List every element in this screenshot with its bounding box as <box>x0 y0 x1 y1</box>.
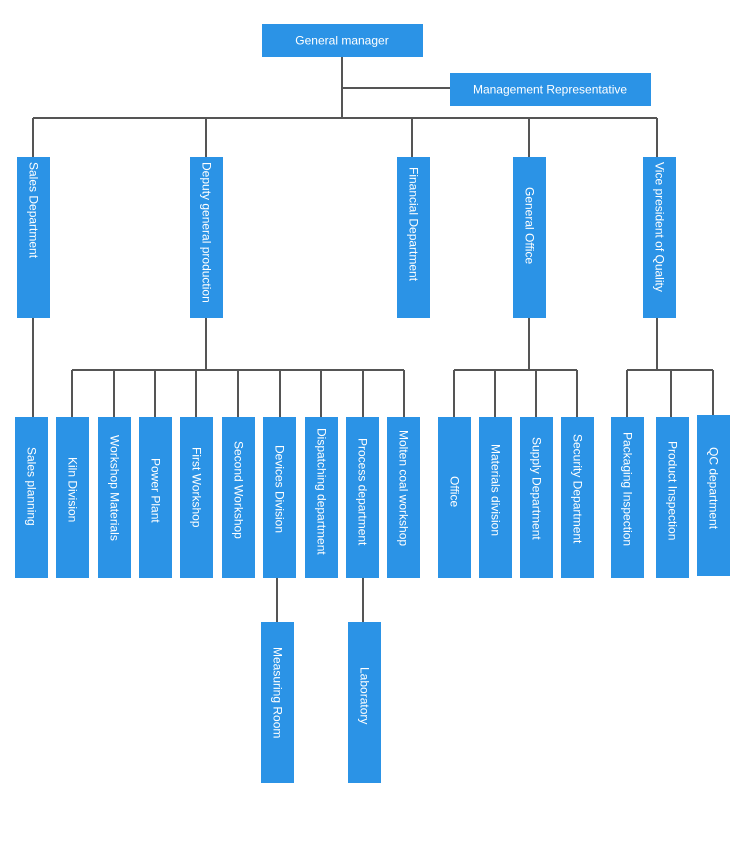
node-label: Workshop Materials <box>108 435 122 541</box>
org-node-molten-coal-workshop: Molten coal workshop <box>387 417 420 578</box>
org-node-general-manager: General manager <box>262 24 423 57</box>
node-label: Laboratory <box>358 667 372 724</box>
node-label: Supply Department <box>530 437 544 540</box>
node-label: Dispatching department <box>315 428 329 555</box>
org-node-vice-president-of-quality: Vice president of Quality <box>643 157 676 318</box>
org-node-packaging-inspection: Packaging Inspection <box>611 417 644 578</box>
org-node-materials-division: Materials division <box>479 417 512 578</box>
node-label: General manager <box>295 34 388 48</box>
org-node-first-workshop: First Workshop <box>180 417 213 578</box>
node-label: Vice president of Quality <box>653 162 667 292</box>
node-label: First Workshop <box>190 447 204 528</box>
node-label: Sales Department <box>27 162 41 259</box>
org-node-qc-department: QC department <box>697 415 730 576</box>
node-label: QC department <box>707 447 721 530</box>
org-node-process-department: Process department <box>346 417 379 578</box>
org-node-dispatching-department: Dispatching department <box>305 417 338 578</box>
node-label: General Office <box>523 187 537 264</box>
node-label: Power Plant <box>149 458 163 523</box>
org-node-security-department: Security Department <box>561 417 594 578</box>
node-label: Materials division <box>489 444 503 536</box>
node-label: Financial Department <box>407 167 421 282</box>
node-label: Kiln Division <box>66 457 80 522</box>
node-label: Process department <box>356 438 370 546</box>
org-node-deputy-general-production: Deputy general production <box>190 157 223 318</box>
node-label: Security Department <box>571 434 585 544</box>
node-label: Packaging Inspection <box>621 432 635 546</box>
node-label: Molten coal workshop <box>397 430 411 546</box>
org-node-sales-planning: Sales planning <box>15 417 48 578</box>
org-node-management-representative: Management Representative <box>450 73 651 106</box>
org-node-financial-department: Financial Department <box>397 157 430 318</box>
connector-lines <box>32 57 714 622</box>
node-label: Product Inspection <box>666 441 680 540</box>
org-node-laboratory: Laboratory <box>348 622 381 783</box>
org-node-second-workshop: Second Workshop <box>222 417 255 578</box>
org-node-sales-department: Sales Department <box>17 157 50 318</box>
org-node-power-plant: Power Plant <box>139 417 172 578</box>
node-label: Measuring Room <box>271 647 285 738</box>
org-node-devices-division: Devices Division <box>263 417 296 578</box>
org-node-product-inspection: Product Inspection <box>656 417 689 578</box>
node-label: Devices Division <box>273 445 287 533</box>
org-node-workshop-materials: Workshop Materials <box>98 417 131 578</box>
node-label: Management Representative <box>473 83 627 97</box>
node-label: Deputy general production <box>200 162 214 303</box>
node-label: Sales planning <box>25 447 39 526</box>
org-node-measuring-room: Measuring Room <box>261 622 294 783</box>
org-node-office: Office <box>438 417 471 578</box>
org-node-supply-department: Supply Department <box>520 417 553 578</box>
org-node-kiln-division: Kiln Division <box>56 417 89 578</box>
org-node-general-office: General Office <box>513 157 546 318</box>
node-label: Office <box>448 476 462 507</box>
node-label: Second Workshop <box>232 441 246 539</box>
